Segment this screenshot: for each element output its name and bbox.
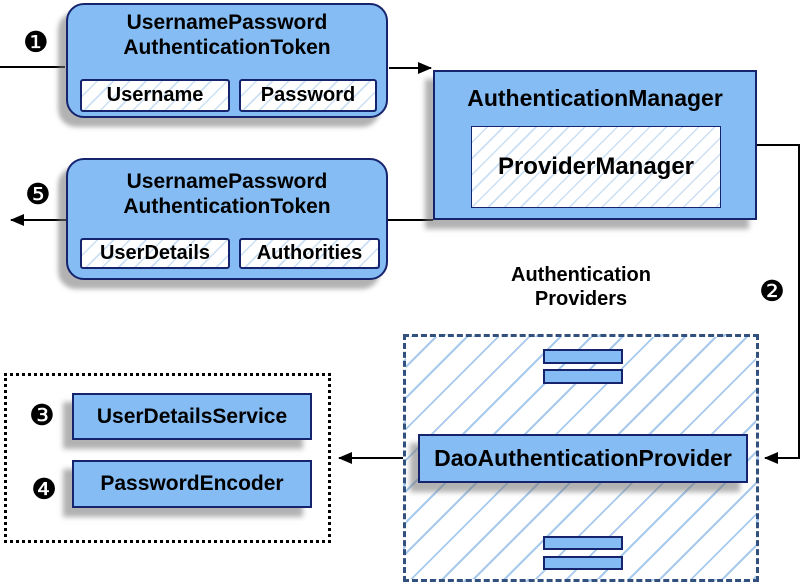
authentication-providers-label-line1: Authentication xyxy=(511,264,651,286)
userdetails-field: UserDetails xyxy=(80,238,230,269)
request-token-title-line2: AuthenticationToken xyxy=(123,36,331,59)
step-4-badge: ❹ xyxy=(31,472,57,506)
step-2-badge: ❷ xyxy=(759,274,785,308)
username-field: Username xyxy=(80,79,230,112)
authorities-field: Authorities xyxy=(239,238,380,269)
password-field: Password xyxy=(239,79,377,112)
step-1-badge: ❶ xyxy=(23,25,49,59)
provider-placeholder-bottom-1 xyxy=(543,536,623,550)
services-container xyxy=(4,373,331,543)
password-encoder-box: PasswordEncoder xyxy=(72,460,312,508)
step-3-badge: ❸ xyxy=(29,398,55,432)
response-token-box: UsernamePassword AuthenticationToken Use… xyxy=(66,158,388,280)
provider-placeholder-top-1 xyxy=(543,349,623,364)
authentication-providers-label-line2: Providers xyxy=(534,288,628,310)
provider-placeholder-top-2 xyxy=(543,369,623,384)
provider-placeholder-bottom-2 xyxy=(543,556,623,570)
provider-manager-box: ProviderManager xyxy=(471,126,721,208)
authentication-manager-title: AuthenticationManager xyxy=(467,85,723,111)
authentication-manager-box: AuthenticationManager ProviderManager xyxy=(433,70,757,220)
dao-authentication-provider-box: DaoAuthenticationProvider xyxy=(418,434,748,483)
request-token-title: UsernamePassword AuthenticationToken xyxy=(68,10,386,60)
authentication-providers-label: Authentication Providers xyxy=(403,263,759,311)
response-token-title-line1: UsernamePassword xyxy=(126,170,328,193)
request-token-title-line1: UsernamePassword xyxy=(126,11,328,34)
response-token-title: UsernamePassword AuthenticationToken xyxy=(68,169,386,219)
step-5-badge: ❺ xyxy=(25,177,51,211)
response-token-title-line2: AuthenticationToken xyxy=(123,195,331,218)
request-token-box: UsernamePassword AuthenticationToken Use… xyxy=(66,3,388,118)
user-details-service-box: UserDetailsService xyxy=(72,393,312,440)
